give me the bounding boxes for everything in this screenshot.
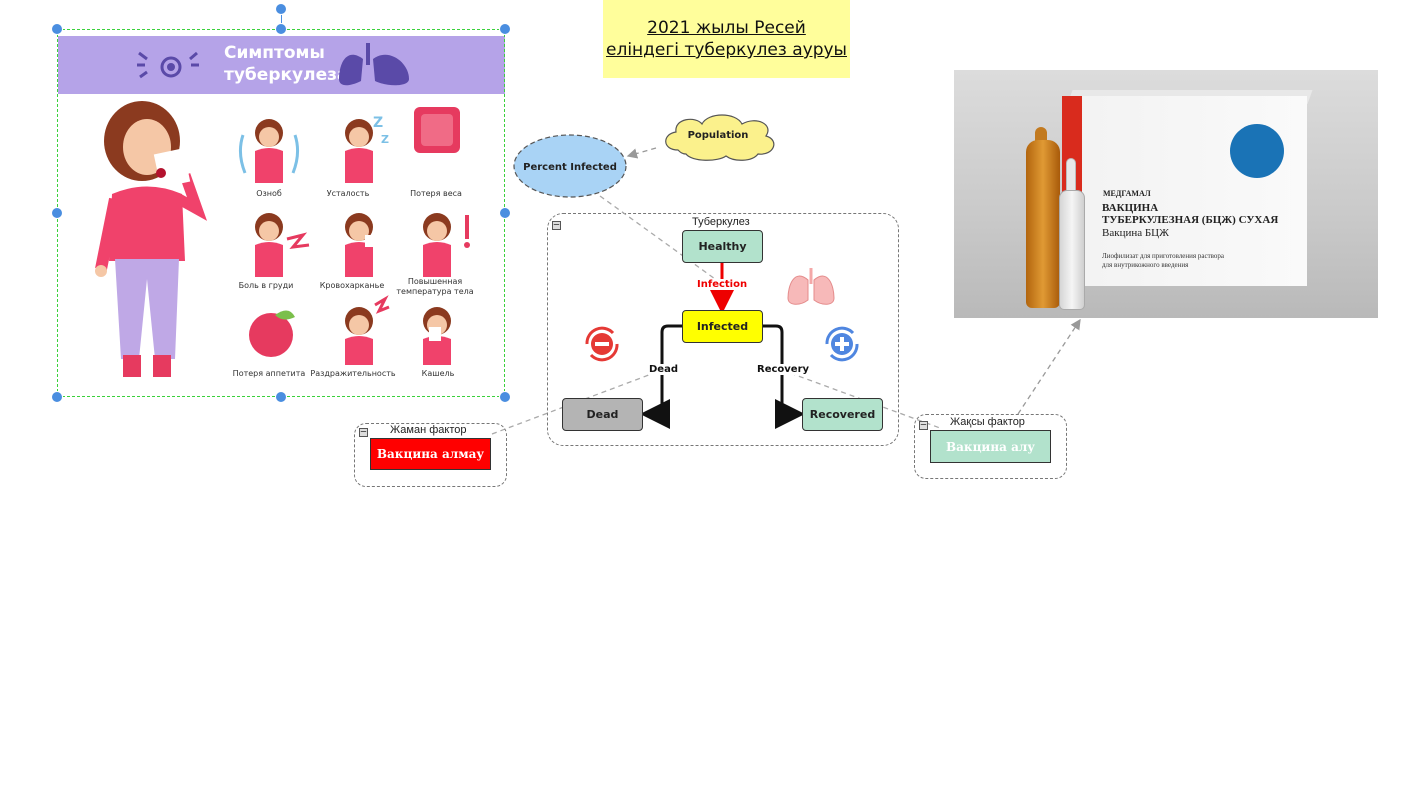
vaccine-brand: МЕДГАМАЛ — [1103, 189, 1151, 198]
vaccine-box-title: ВАКЦИНА ТУБЕРКУЛЕЗНАЯ (БЦЖ) СУХАЯ — [1102, 202, 1278, 226]
svg-text:Z: Z — [381, 133, 389, 146]
title-line-1: 2021 жылы Ресей — [647, 18, 806, 38]
symptom-label: Кашель — [421, 369, 455, 378]
vaccine-box-note-line-2: для внутрикожного введения — [1102, 261, 1189, 269]
diluent-ampoule — [1059, 190, 1085, 310]
title-line-2: еліндегі туберкулез ауруы — [606, 40, 847, 60]
vaccine-box-blue-dot — [1230, 124, 1284, 178]
woman-coughing-figure — [95, 101, 208, 377]
selection-frame — [57, 29, 505, 397]
recovered-node[interactable]: Recovered — [802, 398, 883, 431]
healthy-node[interactable]: Healthy — [682, 230, 763, 263]
title-note[interactable]: 2021 жылы Ресей еліндегі туберкулез ауру… — [603, 0, 850, 78]
good-factor-label: Жақсы фактор — [950, 416, 1025, 428]
vaccine-box-note: Лиофилизат для приготовления раствора дл… — [1102, 252, 1224, 270]
resize-handle-bottom-left[interactable] — [51, 391, 63, 403]
resize-handle-right[interactable] — [499, 207, 511, 219]
vaccine-photo-link[interactable] — [1017, 318, 1081, 415]
dead-edge-label: Dead — [648, 364, 679, 375]
lungs-icon — [339, 43, 409, 86]
symptom-label: Озноб — [256, 189, 282, 198]
symptom-label: Потеря веса — [410, 189, 462, 198]
vaccine-ampoule — [1026, 140, 1060, 308]
cough-icon — [137, 51, 199, 79]
vaccine-box-subtitle: Вакцина БЦЖ — [1102, 227, 1169, 239]
infected-node[interactable]: Infected — [682, 310, 763, 343]
model-group-label: Туберкулез — [692, 216, 750, 228]
collapse-good-factor-button[interactable]: – — [919, 420, 928, 430]
symptom-figures: ZZ — [238, 107, 470, 365]
svg-text:Z: Z — [373, 115, 383, 131]
resize-handle-left[interactable] — [51, 207, 63, 219]
collapse-model-group-button[interactable]: – — [552, 220, 561, 230]
rotate-handle[interactable] — [275, 3, 287, 15]
dead-node[interactable]: Dead — [562, 398, 643, 431]
vaccination-node[interactable]: Вакцина алу — [930, 430, 1051, 463]
symptom-label: Повышенная температура тела — [396, 277, 474, 296]
resize-handle-top[interactable] — [275, 23, 287, 35]
population-label: Population — [688, 130, 749, 141]
population-link[interactable] — [626, 147, 657, 159]
infographic-banner — [58, 36, 505, 94]
vaccine-box-note-line-1: Лиофилизат для приготовления раствора — [1102, 252, 1225, 260]
symptom-label: Потеря аппетита — [232, 369, 306, 378]
vaccine-box-title-line-1: ВАКЦИНА — [1102, 202, 1159, 214]
resize-handle-top-right[interactable] — [499, 23, 511, 35]
infographic-title: Симптомы туберкулеза — [224, 43, 349, 85]
resize-handle-bottom[interactable] — [275, 391, 287, 403]
plus-cycle-icon — [825, 326, 859, 362]
population-cloud[interactable]: Population — [656, 110, 784, 162]
tuberculosis-model-group[interactable] — [547, 213, 899, 446]
percent-infected-node[interactable]: Percent Infected — [513, 134, 629, 198]
rotation-stem — [281, 10, 282, 29]
minus-cycle-icon — [585, 326, 619, 362]
vaccine-box-title-line-2: ТУБЕРКУЛЕЗНАЯ (БЦЖ) СУХАЯ — [1102, 214, 1279, 226]
infection-edge-label: Infection — [696, 279, 749, 290]
symptom-label: Раздражительность — [310, 369, 396, 378]
lungs-icon — [787, 268, 835, 305]
resize-handle-top-left[interactable] — [51, 23, 63, 35]
collapse-bad-factor-button[interactable]: – — [359, 427, 368, 437]
symptom-label: Усталость — [326, 189, 370, 198]
recovery-edge-label: Recovery — [756, 364, 811, 375]
bad-factor-group[interactable] — [354, 423, 507, 487]
resize-handle-bottom-right[interactable] — [499, 391, 511, 403]
diluent-ampoule-neck — [1066, 158, 1076, 194]
percent-infected-label: Percent Infected — [523, 162, 617, 173]
symptom-label: Кровохарканье — [319, 281, 385, 290]
bad-factor-label: Жаман фактор — [390, 424, 467, 436]
no-vaccination-node[interactable]: Вакцина алмау — [370, 438, 491, 470]
infographic-illustration: ZZ — [95, 43, 470, 377]
symptom-label: Боль в груди — [238, 281, 294, 290]
good-factor-group[interactable] — [914, 414, 1067, 479]
